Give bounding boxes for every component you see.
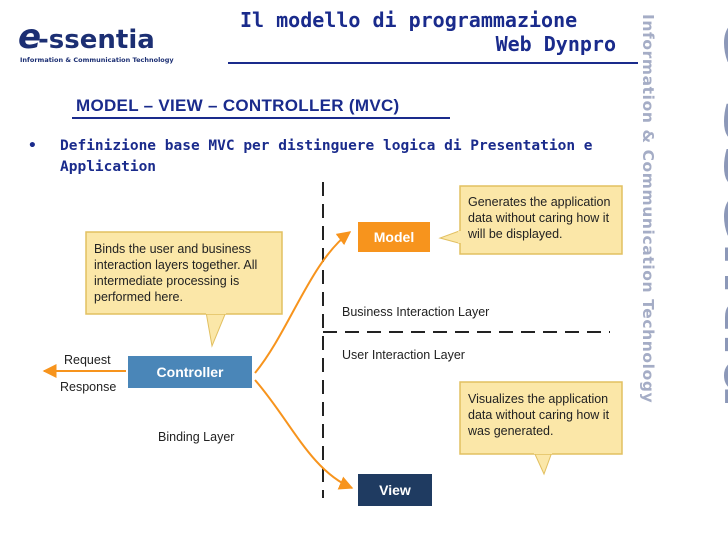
bullet-marker: •	[28, 138, 37, 154]
user-layer-label: User Interaction Layer	[342, 348, 465, 362]
controller-note-line: performed here.	[94, 290, 183, 304]
view-note-pointer	[533, 451, 553, 476]
company-logo: e -ssentia Information & Communication T…	[14, 8, 174, 68]
view-label: View	[379, 482, 411, 498]
model-note: Generates the application data without c…	[460, 188, 622, 248]
model-label: Model	[373, 229, 415, 245]
logo-brand-text: -ssentia	[38, 25, 155, 55]
response-label: Response	[60, 380, 117, 394]
view-note: Visualizes the application data without …	[460, 385, 622, 445]
arrow-to-view	[254, 379, 354, 490]
request-label: Request	[64, 353, 111, 367]
controller-note: Binds the user and business interaction …	[86, 235, 282, 311]
model-note-box	[459, 185, 623, 255]
slide-title: Il modello di programmazione Web Dynpro	[228, 8, 628, 56]
model-box: Model	[358, 222, 430, 252]
controller-note-pointer	[205, 311, 227, 348]
sidebar-watermark: e-ssentia Information & Communication Te…	[633, 0, 728, 546]
controller-note-line: intermediate processing is	[94, 274, 240, 288]
controller-note-box	[85, 231, 283, 315]
logo-tagline: Information & Communication Technology	[20, 56, 174, 64]
controller-note-line: interaction layers together. All	[94, 258, 258, 272]
model-note-line: will be displayed.	[468, 227, 563, 241]
model-note-line: Generates the application	[468, 195, 611, 209]
title-line-2: Web Dynpro	[495, 32, 616, 56]
sidebar-tagline-text: Information & Communication Technology	[639, 14, 657, 403]
sidebar-brand-text: e-ssentia	[707, 16, 728, 409]
controller-label: Controller	[156, 364, 224, 380]
view-note-line: data without caring how it	[468, 408, 610, 422]
title-line-1: Il modello di programmazione	[240, 8, 578, 32]
section-underline	[72, 117, 450, 119]
view-note-line: Visualizes the application	[468, 392, 609, 406]
view-note-line: was generated.	[468, 424, 554, 438]
binding-layer-label: Binding Layer	[158, 430, 235, 444]
bullet-text: Definizione base MVC per distinguere log…	[60, 138, 593, 175]
model-note-line: data without caring how it	[468, 211, 610, 225]
controller-box: Controller	[128, 356, 252, 388]
view-box: View	[358, 474, 432, 506]
section-heading: MODEL – VIEW – CONTROLLER (MVC)	[76, 96, 400, 115]
arrow-to-model	[254, 231, 352, 374]
view-note-box	[459, 381, 623, 455]
business-layer-label: Business Interaction Layer	[342, 305, 490, 319]
controller-note-line: Binds the user and business	[94, 242, 252, 256]
logo-e-letter: e	[18, 17, 41, 57]
title-underline	[228, 62, 638, 64]
